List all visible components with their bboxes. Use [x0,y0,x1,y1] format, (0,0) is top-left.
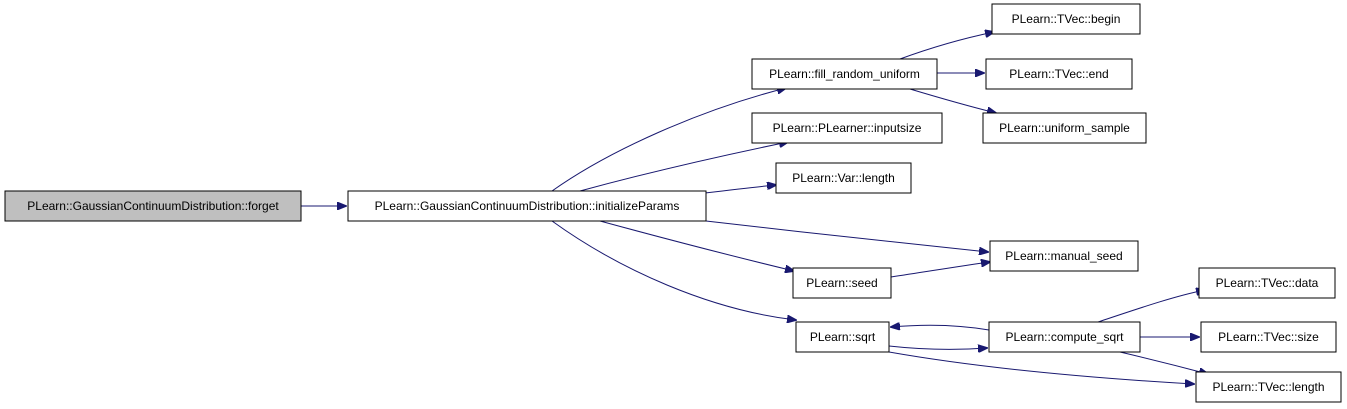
node-box [989,240,1139,272]
node-seed[interactable]: PLearn::seed [792,267,892,299]
edge-arrow [551,88,786,192]
edge-arrow [909,88,996,113]
edges-layer [301,32,1208,384]
node-box [1200,321,1337,353]
edge-arrow [891,325,990,330]
node-box [4,190,302,222]
node-box [988,321,1141,353]
node-manual-seed[interactable]: PLearn::manual_seed [989,240,1139,272]
node-box [991,3,1141,35]
node-label: PLearn::TVec::size [1218,330,1319,344]
node-label: PLearn::Var::length [792,171,895,185]
node-box [775,162,912,194]
node-label: PLearn::uniform_sample [999,121,1130,135]
edge-arrow [599,220,794,271]
node-tvec-length[interactable]: PLearn::TVec::length [1195,371,1342,403]
node-box [795,321,890,353]
edge-arrow [890,262,990,278]
edge-initializeParams-to-inputsize [579,142,788,192]
node-tvec-end[interactable]: PLearn::TVec::end [985,58,1133,90]
edge-initializeParams-to-seed [599,220,794,271]
edge-arrow [1119,351,1208,374]
node-uniform-sample[interactable]: PLearn::uniform_sample [982,112,1147,144]
node-inputsize[interactable]: PLearn::PLearner::inputsize [751,112,943,144]
node-label: PLearn::GaussianContinuumDistribution::f… [27,199,279,213]
node-box [982,112,1147,144]
edge-initializeParams-to-sqrt [551,220,796,320]
edge-sqrt-to-compute_sqrt [888,346,987,349]
node-box [1198,267,1336,299]
node-label: PLearn::GaussianContinuumDistribution::i… [375,199,680,213]
edge-arrow [1097,290,1205,323]
edge-compute_sqrt-to-tvec_data [1097,290,1205,323]
edge-arrow [888,346,987,349]
edge-initializeParams-to-fill_random_uniform [551,88,786,192]
node-tvec-begin[interactable]: PLearn::TVec::begin [991,3,1141,35]
edge-fill_random_uniform-to-tvec_begin [899,32,994,60]
edge-arrow [704,185,776,194]
node-box [1195,371,1342,403]
edge-sqrt-to-tvec_length [888,351,1194,384]
node-label: PLearn::seed [806,276,877,290]
node-box [985,58,1133,90]
node-fill-random-uniform[interactable]: PLearn::fill_random_uniform [751,58,938,90]
node-label: PLearn::TVec::data [1216,276,1319,290]
edge-fill_random_uniform-to-uniform_sample [909,88,996,113]
edge-compute_sqrt-to-sqrt [891,325,990,330]
edge-initializeParams-to-var_length [704,185,776,194]
node-label: PLearn::fill_random_uniform [769,67,920,81]
node-label: PLearn::PLearner::inputsize [773,121,922,135]
nodes-layer: PLearn::GaussianContinuumDistribution::f… [4,3,1342,403]
node-label: PLearn::TVec::begin [1012,12,1121,26]
edge-arrow [705,220,988,252]
node-label: PLearn::compute_sqrt [1005,330,1124,344]
node-tvec-size[interactable]: PLearn::TVec::size [1200,321,1337,353]
node-tvec-data[interactable]: PLearn::TVec::data [1198,267,1336,299]
edge-arrow [579,142,788,192]
edge-initializeParams-to-manual_seed [705,220,988,252]
node-sqrt[interactable]: PLearn::sqrt [795,321,890,353]
node-forget[interactable]: PLearn::GaussianContinuumDistribution::f… [4,190,302,222]
edge-seed-to-manual_seed [890,262,990,278]
edge-arrow [888,351,1194,384]
edge-arrow [551,220,796,320]
node-box [347,190,707,222]
node-label: PLearn::TVec::length [1212,380,1324,394]
node-label: PLearn::sqrt [810,330,876,344]
node-box [751,58,938,90]
node-box [792,267,892,299]
node-box [751,112,943,144]
edge-compute_sqrt-to-tvec_length [1119,351,1208,374]
node-initializeParams[interactable]: PLearn::GaussianContinuumDistribution::i… [347,190,707,222]
node-var-length[interactable]: PLearn::Var::length [775,162,912,194]
edge-arrow [899,32,994,60]
node-label: PLearn::manual_seed [1005,249,1122,263]
node-label: PLearn::TVec::end [1009,67,1108,81]
node-compute-sqrt[interactable]: PLearn::compute_sqrt [988,321,1141,353]
